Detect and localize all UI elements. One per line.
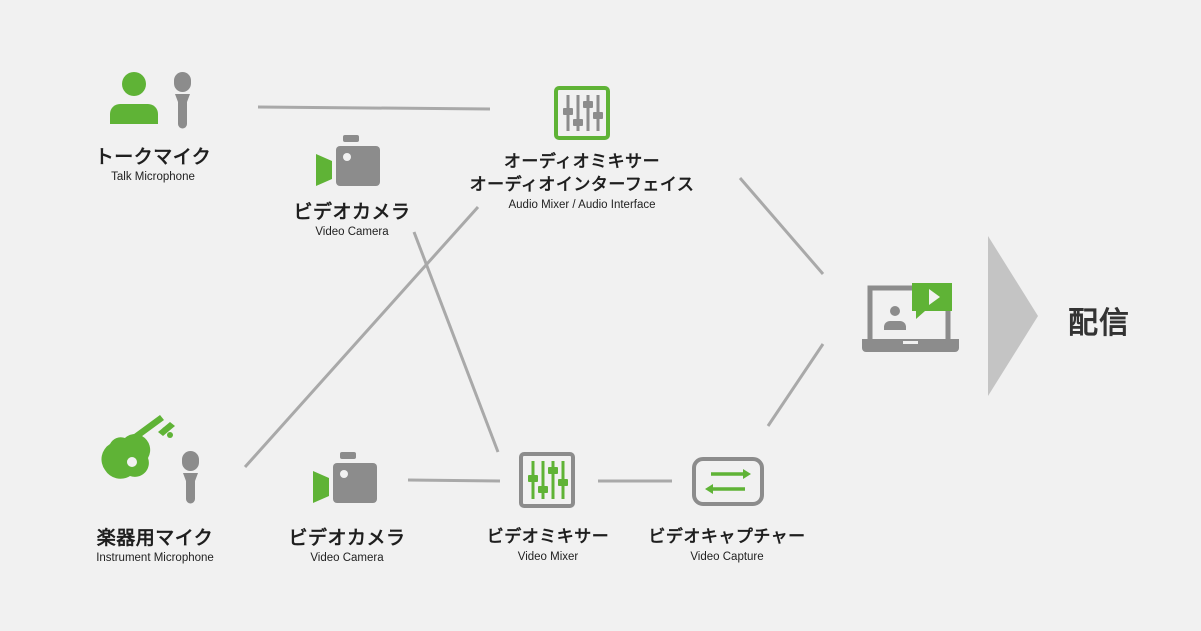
audio-mixer-label-jp-2: オーディオインターフェイス xyxy=(469,175,695,195)
instrument-mic-label-en: Instrument Microphone xyxy=(96,552,214,564)
video-camera-bottom-label-en: Video Camera xyxy=(310,552,384,564)
video-camera-bottom-label: ビデオカメラ Video Camera xyxy=(288,526,405,566)
video-mixer-label-en: Video Mixer xyxy=(517,551,579,563)
capture-icon xyxy=(692,457,764,506)
microphone-icon xyxy=(174,72,191,129)
video-camera-top-label-en: Video Camera xyxy=(315,226,389,238)
video-camera-top-label-jp: ビデオカメラ xyxy=(293,201,411,223)
instrument-mic-label-jp: 楽器用マイク xyxy=(96,527,214,549)
connection-lines xyxy=(243,105,825,483)
video-camera-top-label: ビデオカメラ Video Camera xyxy=(293,200,410,240)
guitar-icon xyxy=(101,415,175,479)
video-camera-bottom-label-jp: ビデオカメラ xyxy=(288,527,406,549)
video-capture-label-jp: ビデオキャプチャー xyxy=(648,527,806,547)
connector-talkmic-audiomixer xyxy=(257,105,491,111)
connector-instrumentmic-audiomixer xyxy=(243,205,480,469)
connector-videocamera2-videomixer xyxy=(407,478,501,483)
talk-mic-label-en: Talk Microphone xyxy=(111,171,195,183)
destination-label: 配信 xyxy=(1068,306,1130,341)
video-mixer-label-jp: ビデオミキサー xyxy=(486,527,610,547)
microphone-icon xyxy=(182,451,199,504)
connector-audiomixer-laptop xyxy=(738,177,825,275)
mixer-icon xyxy=(519,452,575,508)
talk-mic-label-jp: トークマイク xyxy=(94,146,212,168)
arrow-icon xyxy=(988,236,1038,396)
video-mixer-label: ビデオミキサー Video Mixer xyxy=(487,526,610,565)
video-camera-icon xyxy=(316,135,380,186)
audio-mixer-label-jp-1: オーディオミキサー xyxy=(503,152,661,172)
audio-mixer-label-en: Audio Mixer / Audio Interface xyxy=(508,199,656,211)
mixer-icon xyxy=(554,86,610,140)
video-camera-icon xyxy=(313,452,377,503)
connector-videocamera-videomixer xyxy=(412,231,500,453)
talk-mic-label: トークマイク Talk Microphone xyxy=(95,145,212,185)
instrument-mic-label: 楽器用マイク Instrument Microphone xyxy=(96,526,214,566)
connector-capture-laptop xyxy=(766,343,825,427)
laptop-icon xyxy=(862,283,959,352)
audio-mixer-label: オーディオミキサー オーディオインターフェイス Audio Mixer / Au… xyxy=(470,151,695,213)
video-capture-label-en: Video Capture xyxy=(690,551,764,563)
video-capture-label: ビデオキャプチャー Video Capture xyxy=(648,526,805,565)
person-icon xyxy=(110,72,158,124)
